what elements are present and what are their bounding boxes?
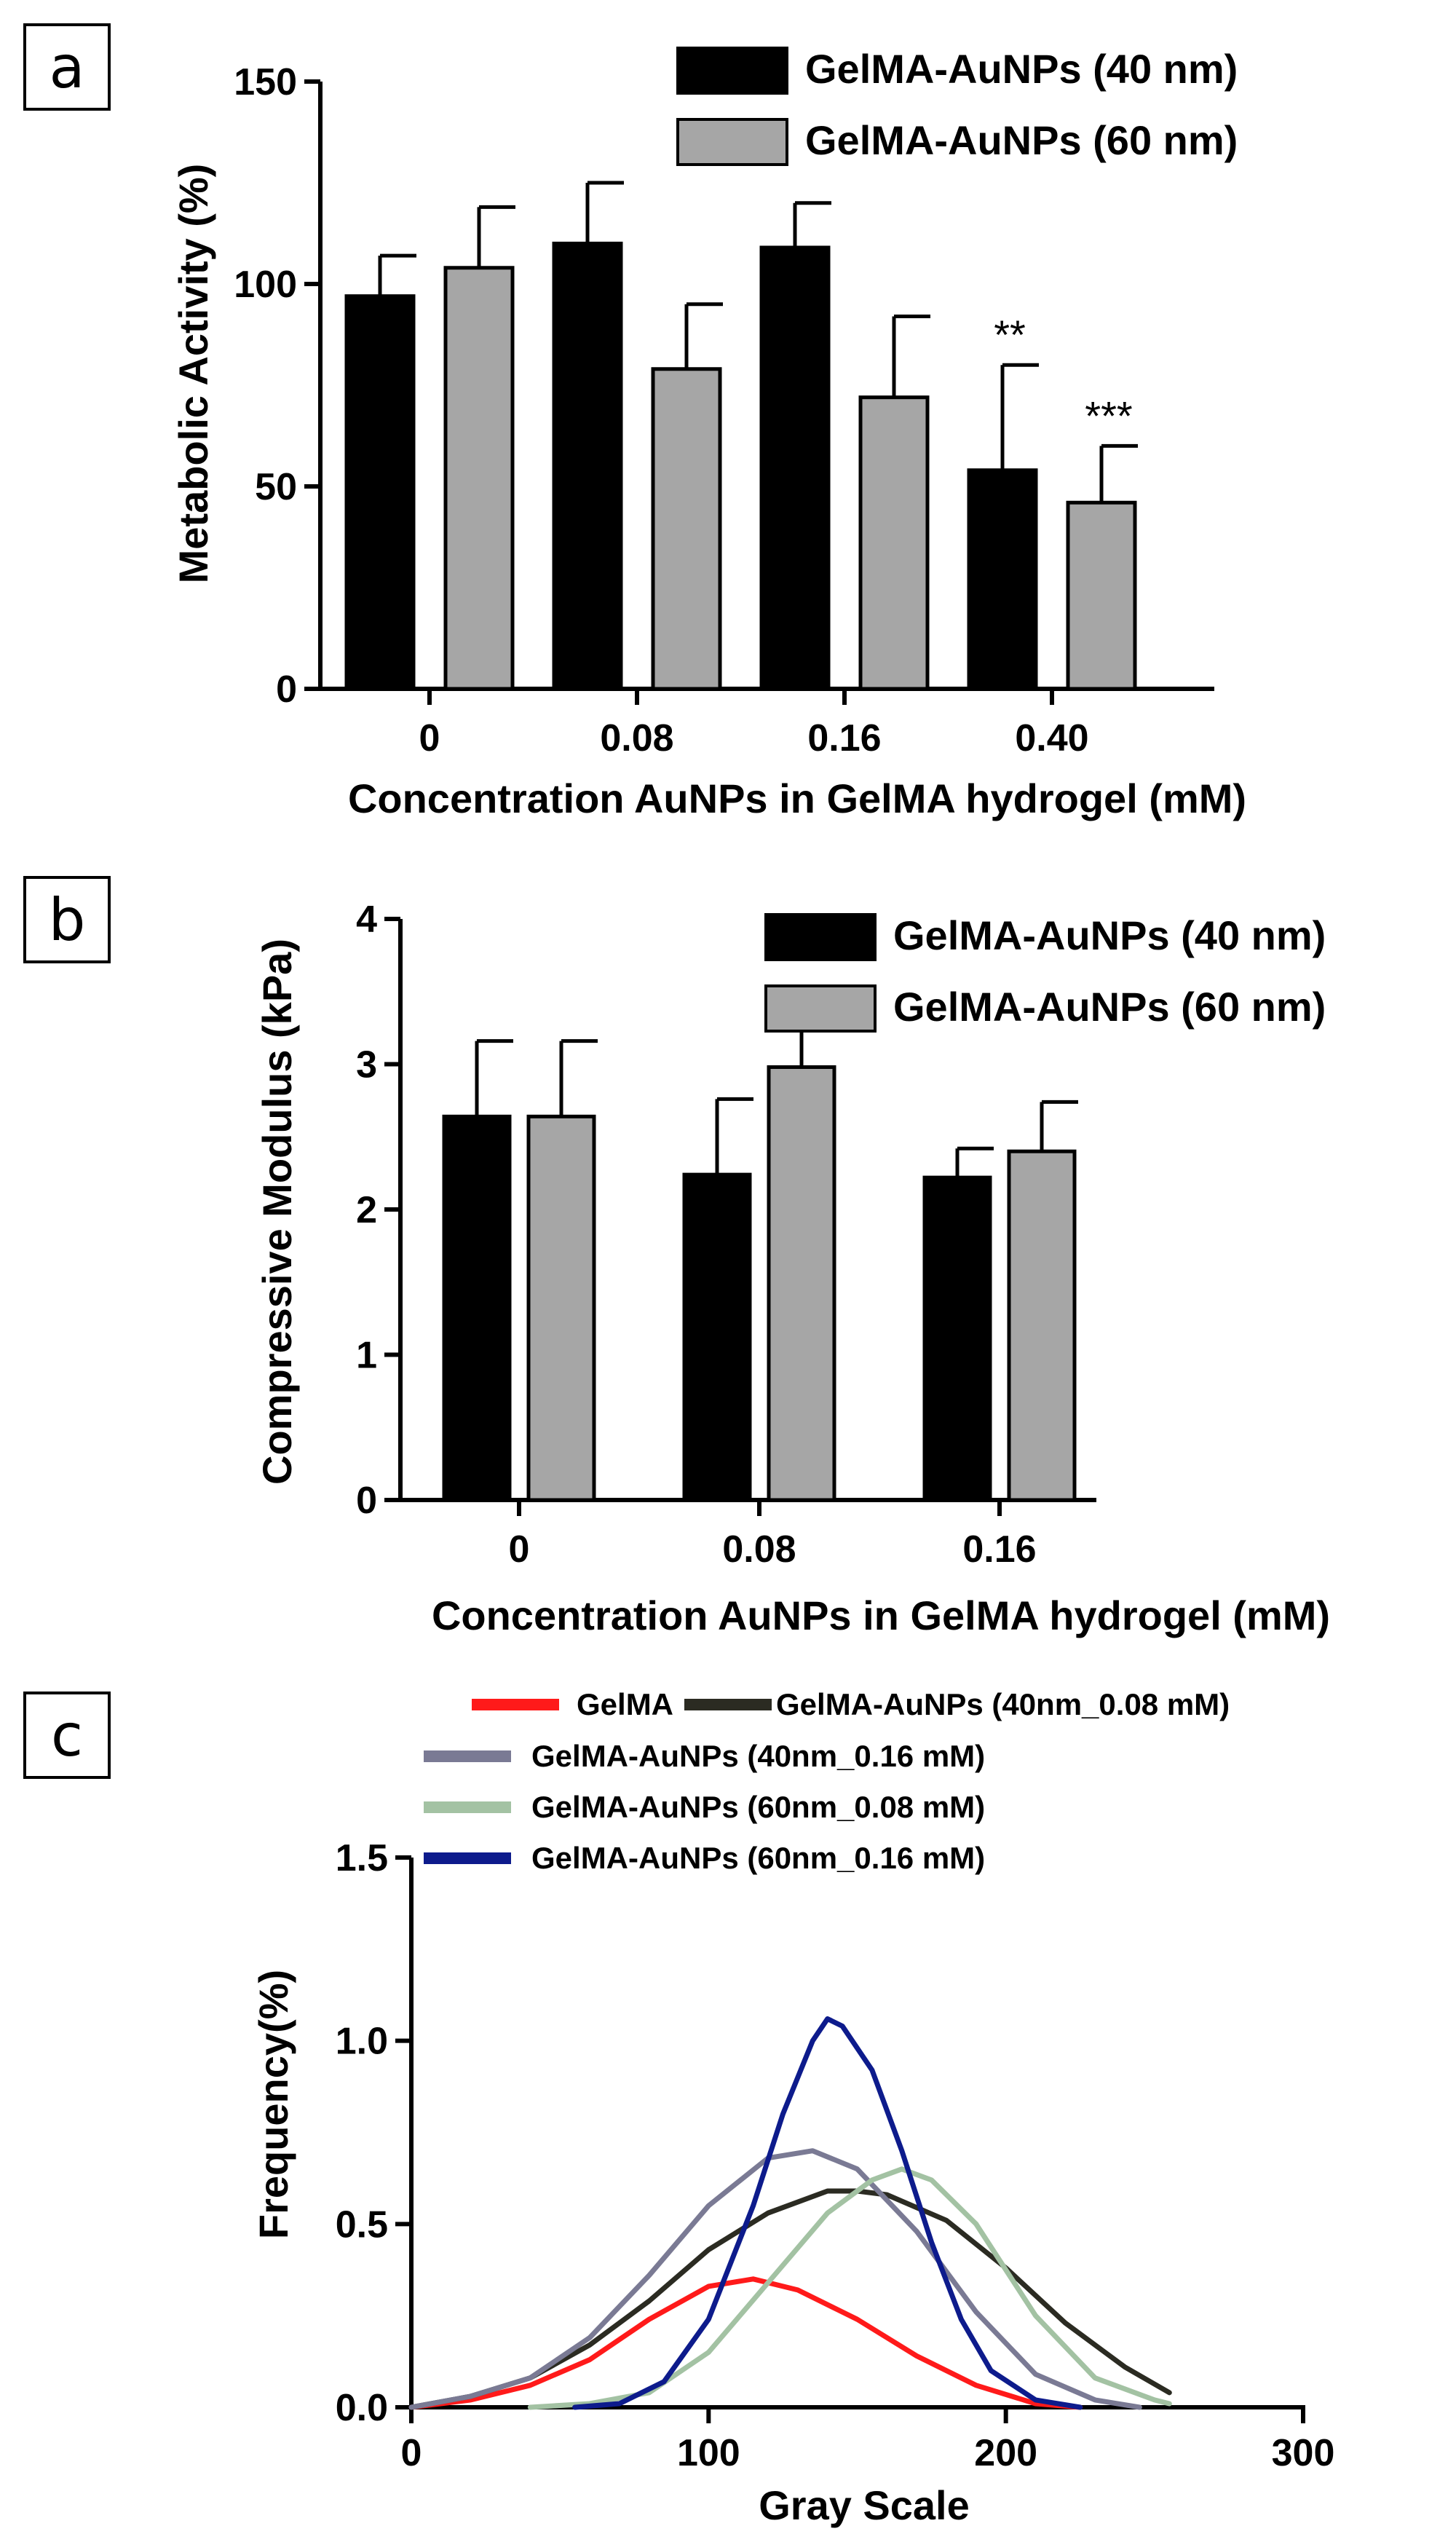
x-axis-label: Gray Scale — [759, 2482, 970, 2528]
x-tick-label: 200 — [974, 2432, 1037, 2474]
panel-c: c 0.0 0.5 1.0 1.5 0 100 200 300 GelMA GelMA-AuNP… — [23, 1687, 1335, 2528]
bar — [344, 294, 416, 691]
panel-label: c — [51, 1702, 83, 1769]
x-tick-label: 0.40 — [1015, 717, 1088, 759]
plot-area: 0.0 0.5 1.0 1.5 0 100 200 300 — [336, 1837, 1335, 2474]
series-line — [572, 2016, 1083, 2410]
legend-label: GelMA-AuNPs (60 nm) — [893, 984, 1326, 1030]
significance-marker: *** — [1085, 392, 1132, 438]
legend-label: GelMA-AuNPs (40nm_0.16 mM) — [531, 1739, 985, 1773]
legend-label: GelMA-AuNPs (40 nm) — [893, 912, 1326, 958]
x-tick-label: 100 — [677, 2432, 740, 2474]
x-tick-label: 0 — [509, 1528, 530, 1571]
bar — [526, 1114, 596, 1502]
y-tick-label: 3 — [356, 1044, 377, 1086]
bar — [858, 395, 930, 691]
x-axis-label: Concentration AuNPs in GelMA hydrogel (m… — [432, 1592, 1330, 1638]
x-tick-label: 0.08 — [722, 1528, 796, 1571]
legend-swatch — [676, 118, 788, 166]
legend-swatch — [764, 984, 877, 1033]
x-tick-label: 300 — [1272, 2432, 1335, 2474]
panel-label-box — [23, 23, 111, 111]
y-tick-label: 0 — [276, 668, 297, 711]
panel-label-box — [23, 876, 111, 963]
legend-label: GelMA-AuNPs (60nm_0.08 mM) — [531, 1790, 985, 1824]
y-tick-label: 0.5 — [336, 2203, 388, 2246]
plot-area: 0 1 2 3 4 0 0.08 0.16 — [356, 899, 1096, 1571]
legend: GelMA-AuNPs (40 nm) GelMA-AuNPs (60 nm) — [676, 46, 1238, 166]
y-axis-label: Frequency(%) — [250, 1970, 296, 2239]
y-axis-label: Metabolic Activity (%) — [170, 164, 216, 584]
panel-label: b — [49, 886, 86, 954]
bar — [967, 468, 1038, 691]
x-tick-label: 0.08 — [600, 717, 673, 759]
bar — [443, 266, 515, 691]
bar — [922, 1175, 992, 1502]
bar — [759, 245, 831, 691]
y-tick-label: 0.0 — [336, 2387, 388, 2429]
y-tick-label: 1.0 — [336, 2021, 388, 2063]
y-tick-label: 2 — [356, 1189, 377, 1231]
y-tick-label: 1.5 — [336, 1837, 388, 1879]
legend-label: GelMA-AuNPs (40 nm) — [805, 46, 1238, 92]
x-tick-label: 0 — [419, 717, 440, 759]
legend-swatch — [764, 913, 877, 961]
legend-label: GelMA-AuNPs (40nm_0.08 mM) — [776, 1687, 1230, 1721]
significance-marker: ** — [994, 312, 1026, 358]
panel-label: a — [49, 33, 84, 101]
series-line — [408, 2188, 1172, 2410]
series-line — [408, 2276, 1083, 2410]
legend-label: GelMA-AuNPs (60nm_0.16 mM) — [531, 1841, 985, 1875]
bar — [1007, 1149, 1077, 1502]
bar — [767, 1065, 836, 1502]
y-axis-label: Compressive Modulus (kPa) — [254, 939, 300, 1485]
legend-swatch — [676, 47, 788, 95]
x-tick-label: 0.16 — [962, 1528, 1036, 1571]
y-tick-label: 150 — [234, 61, 297, 103]
legend-label: GelMA-AuNPs (60 nm) — [805, 117, 1238, 163]
series-line — [527, 2166, 1172, 2410]
bar — [442, 1114, 512, 1502]
x-axis-label: Concentration AuNPs in GelMA hydrogel (m… — [348, 775, 1246, 821]
legend: GelMA-AuNPs (40 nm) GelMA-AuNPs (60 nm) — [764, 912, 1326, 1033]
x-tick-label: 0 — [401, 2432, 422, 2474]
legend: GelMA GelMA-AuNPs (40nm_0.08 mM) GelMA-AuN… — [424, 1687, 1230, 1875]
legend-label: GelMA — [577, 1687, 673, 1721]
bar — [682, 1172, 752, 1502]
y-tick-label: 100 — [234, 264, 297, 306]
y-tick-label: 1 — [356, 1335, 377, 1377]
bar — [552, 241, 623, 691]
x-tick-label: 0.16 — [807, 717, 881, 759]
y-tick-label: 0 — [356, 1480, 377, 1522]
series-line — [408, 2148, 1142, 2410]
y-tick-label: 4 — [356, 899, 377, 941]
y-tick-label: 50 — [255, 466, 297, 508]
panel-label-box — [23, 1692, 111, 1779]
bar — [1066, 500, 1137, 691]
bar — [651, 367, 722, 691]
